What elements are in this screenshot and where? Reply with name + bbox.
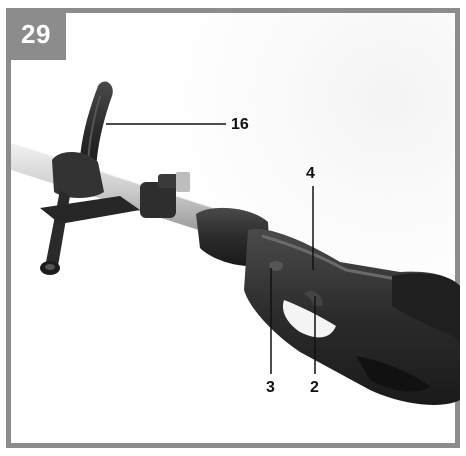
switch-lock-button: [269, 261, 283, 271]
callout-leaders: [106, 123, 316, 374]
on-off-trigger: [304, 290, 323, 306]
callout-3: 3: [266, 379, 275, 396]
callout-16: 16: [231, 116, 249, 133]
main-housing: [196, 207, 460, 405]
callout-2: 2: [310, 379, 319, 396]
callout-4: 4: [306, 165, 315, 182]
auxiliary-handle: [40, 81, 190, 275]
